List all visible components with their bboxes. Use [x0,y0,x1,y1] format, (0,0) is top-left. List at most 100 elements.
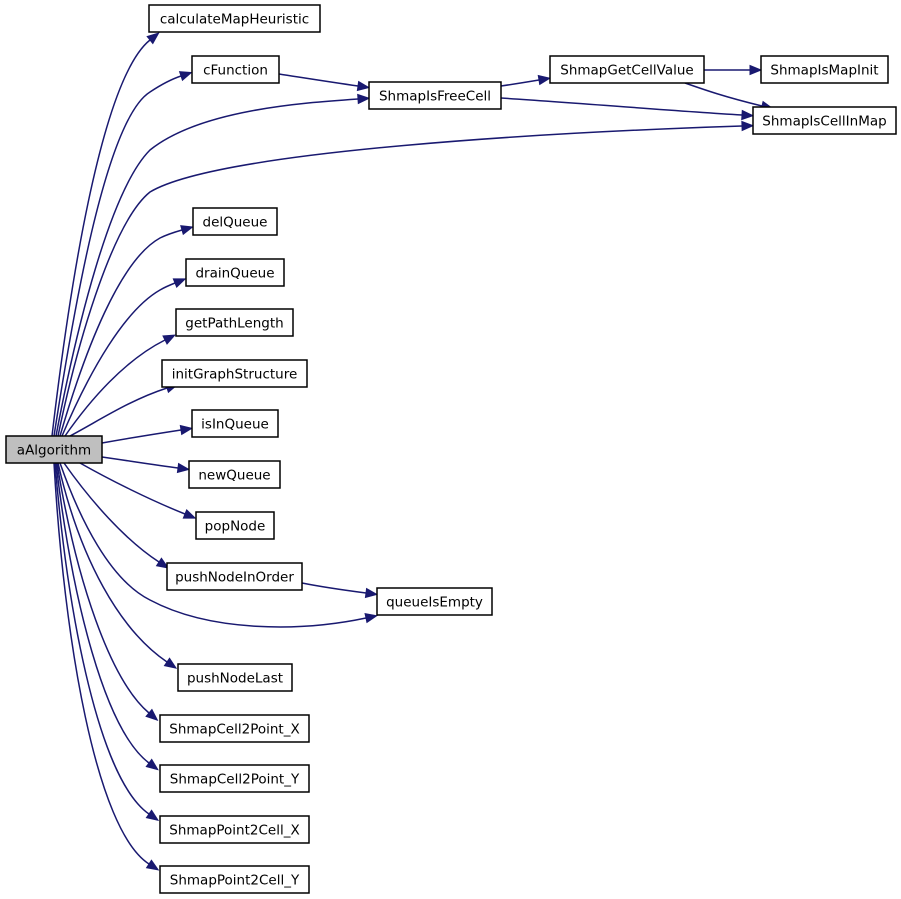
node-label: delQueue [203,215,268,231]
edge-line [101,429,182,444]
node-ShmapPoint2Cell_X[interactable]: ShmapPoint2Cell_X [159,815,310,844]
node-box [752,106,897,135]
edge-line [56,462,150,714]
node-label: initGraphStructure [172,367,298,383]
edge-aAlgorithm-to-initGraphStructure [69,383,179,437]
node-box [191,55,280,84]
edge-aAlgorithm-to-newQueue [101,456,191,474]
edge-ShmapIsFreeCell-to-ShmapIsCellInMap [500,97,755,121]
arrowhead-icon [163,657,178,669]
node-ShmapIsFreeCell[interactable]: ShmapIsFreeCell [368,81,502,110]
node-pushNodeInOrder[interactable]: pushNodeInOrder [166,562,303,591]
node-box [177,663,293,692]
node-label: aAlgorithm [17,443,91,459]
node-cFunction[interactable]: cFunction [191,55,280,84]
node-label: queueIsEmpty [386,595,483,611]
node-ShmapCell2Point_X[interactable]: ShmapCell2Point_X [159,714,310,743]
edge-aAlgorithm-to-ShmapIsFreeCell [55,93,371,437]
edge-line [69,387,168,437]
node-isInQueue[interactable]: isInQueue [191,409,279,438]
edge-line [79,462,186,515]
node-label: popNode [205,519,266,535]
node-label: ShmapIsFreeCell [379,89,491,105]
edge-cFunction-to-ShmapIsFreeCell [278,73,371,92]
arrowhead-icon [741,120,755,132]
node-label: ShmapIsCellInMap [762,114,886,130]
arrowhead-icon [357,93,371,105]
nodes-layer: aAlgorithm calculateMapHeuristic cFunction… [5,4,897,894]
node-label: getPathLength [185,316,283,332]
node-calculateMapHeuristic[interactable]: calculateMapHeuristic [148,4,321,33]
arrowhead-icon [537,74,552,86]
node-box [159,815,310,844]
edge-line [63,462,160,563]
edge-aAlgorithm-to-getPathLength [64,334,177,437]
edge-line [500,79,540,87]
edge-line [51,39,151,437]
edge-aAlgorithm-to-isInQueue [101,424,194,444]
edge-line [55,98,359,437]
arrowhead-icon [145,758,159,771]
node-label: cFunction [203,63,268,79]
node-aAlgorithm[interactable]: aAlgorithm [5,435,103,464]
edge-pushNodeInOrder-to-queueIsEmpty [301,582,379,599]
edge-ShmapIsFreeCell-to-ShmapGetCellValue [500,74,552,87]
node-label: drainQueue [195,266,274,282]
node-label: ShmapCell2Point_X [169,722,299,738]
node-box [376,587,493,616]
node-box [161,359,308,388]
edge-line [55,462,150,764]
node-getPathLength[interactable]: getPathLength [175,308,294,337]
node-initGraphStructure[interactable]: initGraphStructure [161,359,308,388]
node-box [159,714,310,743]
node-ShmapGetCellValue[interactable]: ShmapGetCellValue [549,55,705,84]
edge-aAlgorithm-to-ShmapIsCellInMap [57,120,755,437]
node-label: ShmapIsMapInit [770,63,878,79]
edge-line [61,282,176,437]
node-delQueue[interactable]: delQueue [192,207,278,236]
arrowhead-icon [145,859,160,871]
edge-line [57,125,743,437]
edge-line [278,73,359,87]
node-label: pushNodeInOrder [175,570,294,586]
node-label: calculateMapHeuristic [160,12,309,28]
node-ShmapPoint2Cell_Y[interactable]: ShmapPoint2Cell_Y [159,865,310,894]
node-label: newQueue [198,468,270,484]
node-box [195,511,275,540]
edge-line [59,229,183,437]
node-box [5,435,103,464]
edge-aAlgorithm-to-queueIsEmpty [59,462,379,628]
node-box [192,207,278,236]
edge-aAlgorithm-to-ShmapCell2Point_Y [55,462,159,771]
edge-ShmapGetCellValue-to-ShmapIsMapInit [704,64,763,76]
node-box [549,55,705,84]
edge-aAlgorithm-to-drainQueue [61,278,187,437]
node-box [148,4,321,33]
edge-line [64,339,166,437]
node-box [175,308,294,337]
edge-line [57,462,168,663]
edge-aAlgorithm-to-ShmapPoint2Cell_X [54,462,160,822]
node-pushNodeLast[interactable]: pushNodeLast [177,663,293,692]
node-ShmapIsCellInMap[interactable]: ShmapIsCellInMap [752,106,897,135]
arrowhead-icon [178,71,193,82]
arrowhead-icon [145,809,160,822]
node-box [159,764,310,793]
arrowhead-icon [162,334,177,345]
arrowhead-icon [364,587,379,599]
arrowhead-icon [172,278,187,289]
node-drainQueue[interactable]: drainQueue [185,258,285,287]
node-queueIsEmpty[interactable]: queueIsEmpty [376,587,493,616]
node-box [166,562,303,591]
edges-layer [51,32,774,871]
edge-aAlgorithm-to-ShmapPoint2Cell_Y [53,462,160,871]
edge-aAlgorithm-to-cFunction [53,71,193,437]
arrowhead-icon [741,109,755,121]
node-box [760,55,889,84]
edge-line [53,75,182,437]
edge-aAlgorithm-to-pushNodeLast [57,462,178,669]
node-ShmapCell2Point_Y[interactable]: ShmapCell2Point_Y [159,764,310,793]
node-popNode[interactable]: popNode [195,511,275,540]
node-ShmapIsMapInit[interactable]: ShmapIsMapInit [760,55,889,84]
node-newQueue[interactable]: newQueue [188,460,281,489]
